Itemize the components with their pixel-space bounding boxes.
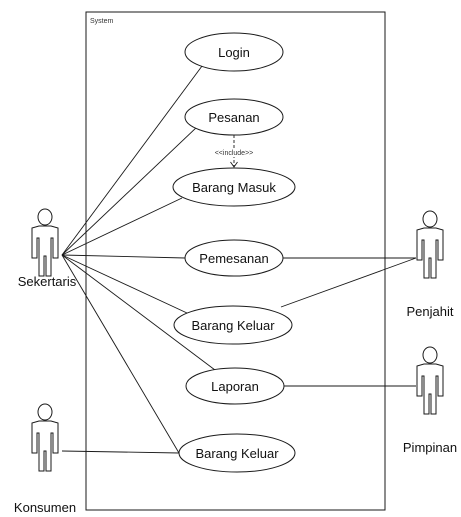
association-sekertaris-laporan bbox=[61, 254, 216, 371]
usecase-barang-masuk-label: Barang Masuk bbox=[192, 180, 276, 195]
actor-konsumen-label: Konsumen bbox=[14, 500, 76, 515]
usecase-laporan[interactable]: Laporan bbox=[185, 367, 285, 405]
association-sekertaris-login bbox=[61, 61, 206, 256]
actor-penjahit-label: Penjahit bbox=[407, 304, 454, 319]
association-lines bbox=[61, 61, 417, 454]
actor-pimpinan[interactable] bbox=[416, 346, 444, 415]
association-sekertaris-barang_keluar_2 bbox=[61, 254, 180, 454]
actor-konsumen[interactable] bbox=[31, 403, 59, 472]
actor-sekertaris[interactable] bbox=[31, 208, 59, 277]
usecase-barang-keluar-2[interactable]: Barang Keluar bbox=[178, 433, 296, 473]
usecase-pesanan-label: Pesanan bbox=[208, 110, 259, 125]
system-title: System bbox=[90, 18, 114, 25]
association-sekertaris-barang_masuk bbox=[61, 197, 183, 256]
association-penjahit-barang_keluar_1 bbox=[280, 257, 417, 308]
include-arrowhead bbox=[230, 161, 238, 168]
usecase-barang-masuk[interactable]: Barang Masuk bbox=[172, 167, 296, 207]
actor-body bbox=[416, 227, 444, 279]
actor-body bbox=[31, 225, 59, 277]
actor-body bbox=[416, 363, 444, 415]
actor-head bbox=[37, 403, 53, 421]
usecase-laporan-label: Laporan bbox=[211, 379, 259, 394]
usecase-login-label: Login bbox=[218, 45, 250, 60]
actor-body bbox=[31, 420, 59, 472]
usecase-pemesanan[interactable]: Pemesanan bbox=[184, 239, 284, 277]
association-sekertaris-pemesanan bbox=[61, 254, 186, 259]
usecase-barang-keluar-1[interactable]: Barang Keluar bbox=[173, 305, 293, 345]
actor-head bbox=[422, 346, 438, 364]
actor-head bbox=[422, 210, 438, 228]
association-konsumen-barang_keluar_2 bbox=[61, 450, 180, 454]
include-label-bg bbox=[206, 148, 262, 157]
association-sekertaris-pesanan bbox=[61, 125, 199, 256]
system-boundary bbox=[85, 11, 386, 511]
actor-sekertaris-label: Sekertaris bbox=[18, 274, 77, 289]
usecase-login[interactable]: Login bbox=[184, 32, 284, 72]
usecase-pesanan[interactable]: Pesanan bbox=[184, 98, 284, 136]
association-sekertaris-barang_keluar_1 bbox=[61, 254, 188, 314]
include-label: <<include>> bbox=[215, 150, 254, 157]
actor-head bbox=[37, 208, 53, 226]
actor-pimpinan-label: Pimpinan bbox=[403, 440, 457, 455]
usecase-pemesanan-label: Pemesanan bbox=[199, 251, 268, 266]
actor-penjahit[interactable] bbox=[416, 210, 444, 279]
usecase-barang-keluar-2-label: Barang Keluar bbox=[195, 446, 279, 461]
usecase-barang-keluar-1-label: Barang Keluar bbox=[191, 318, 275, 333]
